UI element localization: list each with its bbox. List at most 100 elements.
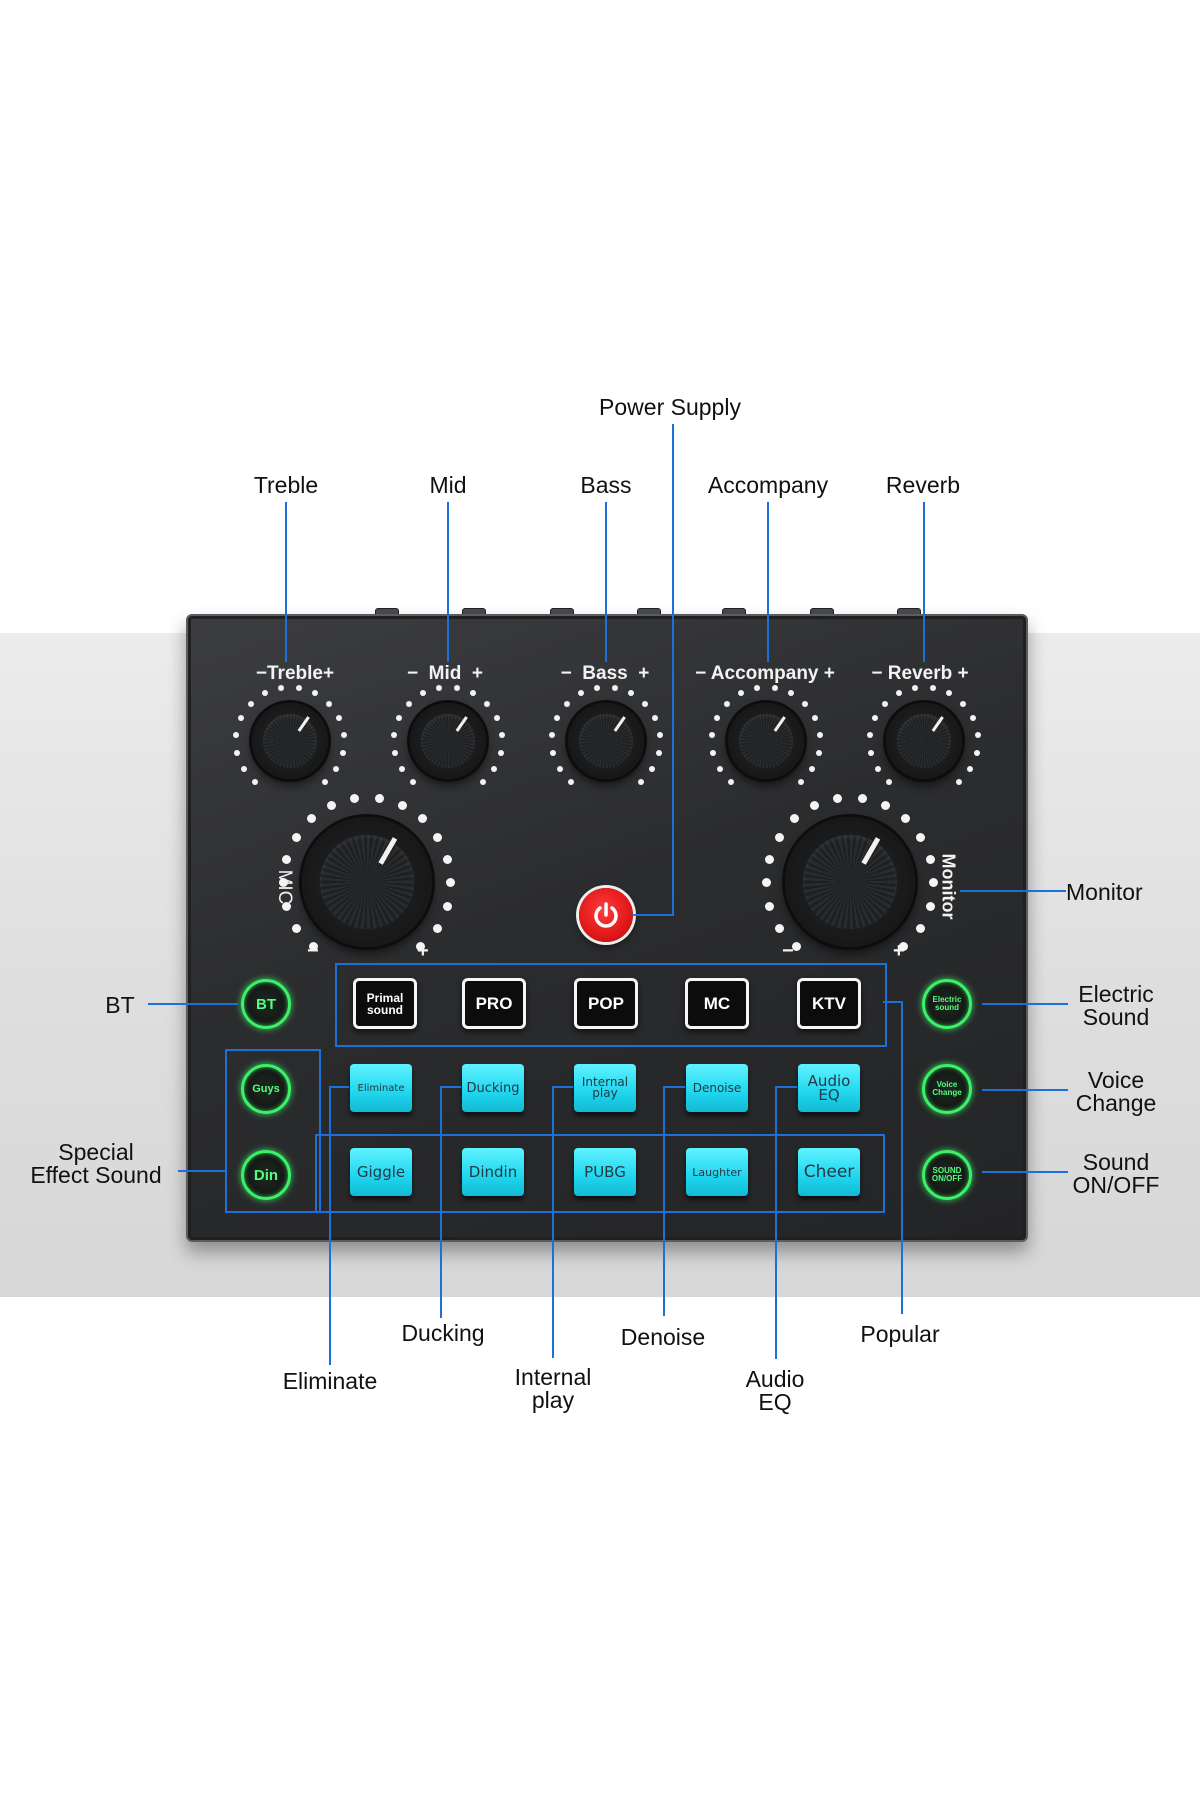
- mode-button-primal-sound[interactable]: Primal sound: [353, 978, 417, 1029]
- monitor-minus: −: [782, 940, 794, 962]
- callout-audio-eq: Audio EQ: [745, 1366, 805, 1415]
- level-dot: [395, 715, 402, 722]
- special-effect-box: [225, 1049, 321, 1213]
- callout-bass: Bass: [580, 472, 632, 498]
- power-icon: [594, 902, 618, 928]
- level-dot: [880, 801, 890, 811]
- mic-minus: −: [307, 940, 319, 962]
- level-dot: [802, 700, 809, 707]
- mode-button-pop[interactable]: POP: [574, 978, 638, 1029]
- level-dot: [637, 779, 644, 786]
- treble-knob[interactable]: [252, 703, 328, 779]
- level-dot: [321, 779, 328, 786]
- level-dot: [728, 779, 735, 786]
- level-dot: [656, 732, 663, 739]
- fx-button-ducking[interactable]: Ducking: [462, 1064, 524, 1112]
- mode-button-mc[interactable]: MC: [685, 978, 749, 1029]
- knob-cap: [803, 835, 897, 929]
- level-dot: [857, 794, 867, 804]
- level-dot: [774, 832, 784, 842]
- level-dot: [764, 854, 774, 864]
- level-dot: [556, 766, 563, 773]
- level-dot: [491, 766, 498, 773]
- level-dot: [233, 732, 240, 739]
- level-dot: [754, 684, 761, 691]
- bt-button[interactable]: BT: [241, 979, 291, 1029]
- monitor-knob[interactable]: [785, 817, 915, 947]
- accompany-knob[interactable]: [728, 703, 804, 779]
- fx-button-internal-play[interactable]: Internal play: [574, 1064, 636, 1112]
- level-dot: [955, 779, 962, 786]
- din-button[interactable]: Din: [241, 1150, 291, 1200]
- level-dot: [494, 715, 501, 722]
- knob-cap: [262, 713, 318, 769]
- level-dot: [278, 878, 288, 888]
- callout-treble: Treble: [253, 472, 319, 498]
- level-dot: [497, 749, 504, 756]
- callout-voice-change: Voice Change: [1075, 1067, 1157, 1116]
- level-dot: [809, 766, 816, 773]
- level-dot: [549, 732, 556, 739]
- fx-button-denoise[interactable]: Denoise: [686, 1064, 748, 1112]
- sound-on-off-button[interactable]: SOUND ON/OFF: [922, 1150, 972, 1200]
- knob-label-mid: − Mid +: [406, 663, 484, 684]
- level-dot: [442, 902, 452, 912]
- level-dot: [788, 690, 795, 697]
- level-dot: [282, 902, 292, 912]
- fx-button-laughter[interactable]: Laughter: [686, 1148, 748, 1196]
- fx-button-dindin[interactable]: Dindin: [462, 1148, 524, 1196]
- level-dot: [974, 732, 981, 739]
- level-dot: [553, 715, 560, 722]
- electric-sound-button[interactable]: Electric sound: [922, 979, 972, 1029]
- minus-sign: −: [255, 663, 267, 684]
- level-dot: [419, 690, 426, 697]
- fx-button-giggle[interactable]: Giggle: [350, 1148, 412, 1196]
- level-dot: [281, 854, 291, 864]
- level-dot: [723, 700, 730, 707]
- level-dot: [405, 700, 412, 707]
- level-dot: [563, 700, 570, 707]
- knob-cap: [320, 835, 414, 929]
- mode-button-ktv[interactable]: KTV: [797, 978, 861, 1029]
- level-dot: [498, 732, 505, 739]
- knob-label-treble: −Treble+: [255, 663, 335, 684]
- level-dot: [926, 854, 936, 864]
- mode-button-pro[interactable]: PRO: [462, 978, 526, 1029]
- level-dot: [642, 700, 649, 707]
- level-dot: [336, 715, 343, 722]
- level-dot: [308, 941, 318, 951]
- guys-button[interactable]: Guys: [241, 1064, 291, 1114]
- level-dot: [433, 832, 443, 842]
- level-dot: [252, 779, 259, 786]
- level-dot: [649, 766, 656, 773]
- knob-label-reverb: − Reverb +: [871, 663, 969, 684]
- mid-knob[interactable]: [410, 703, 486, 779]
- callout-power-supply: Power Supply: [599, 394, 741, 420]
- level-dot: [900, 814, 910, 824]
- callout-eliminate: Eliminate: [282, 1368, 378, 1394]
- voice-change-button[interactable]: Voice Change: [922, 1064, 972, 1114]
- fx-button-eliminate[interactable]: Eliminate: [350, 1064, 412, 1112]
- level-dot: [237, 715, 244, 722]
- reverb-knob[interactable]: [886, 703, 962, 779]
- mic-knob[interactable]: [302, 817, 432, 947]
- special-effect-row-box: [315, 1134, 885, 1213]
- level-dot: [392, 749, 399, 756]
- level-dot: [867, 732, 874, 739]
- level-dot: [326, 700, 333, 707]
- level-dot: [410, 779, 417, 786]
- knob-cap: [738, 713, 794, 769]
- power-button[interactable]: [579, 888, 633, 942]
- knob-label-bass: − Bass +: [560, 663, 650, 684]
- level-dot: [278, 684, 285, 691]
- fx-button-pubg[interactable]: PUBG: [574, 1148, 636, 1196]
- level-dot: [874, 766, 881, 773]
- bass-knob[interactable]: [568, 703, 644, 779]
- knob-cap: [896, 713, 952, 769]
- fx-button-audio-eq[interactable]: Audio EQ: [798, 1064, 860, 1112]
- level-dot: [960, 700, 967, 707]
- fx-button-cheer[interactable]: Cheer: [798, 1148, 860, 1196]
- level-dot: [397, 801, 407, 811]
